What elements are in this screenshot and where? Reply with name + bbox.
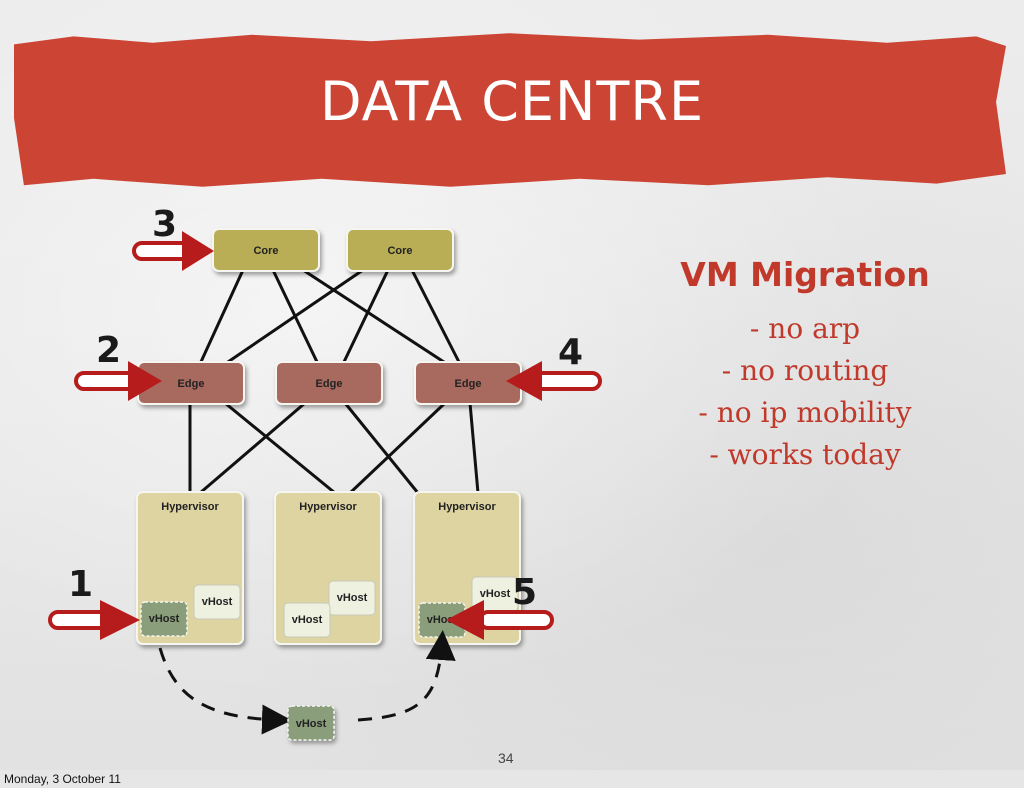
page-number: 34 — [498, 750, 514, 766]
step-number-4: 4 — [558, 332, 583, 373]
edge-node-1-label: Edge — [178, 378, 205, 390]
slide-title: DATA CENTRE — [319, 70, 705, 133]
step-number-5: 5 — [512, 572, 537, 613]
step-arrow-3 — [132, 231, 214, 271]
core-node-2: Core — [346, 228, 454, 272]
core-node-2-box — [346, 228, 454, 272]
vhost-label: vHost — [337, 592, 368, 604]
core-edge-links — [198, 268, 462, 366]
hypervisor-2-label: Hypervisor — [299, 501, 357, 513]
notes-list: - no arp - no routing - no ip mobility -… — [640, 308, 970, 476]
title-banner — [14, 33, 1006, 187]
edge-node-2-label: Edge — [316, 378, 343, 390]
vhost-label: vHost — [480, 588, 511, 600]
vhost-label: vHost — [296, 718, 327, 730]
hypervisor-2: Hypervisor vHost vHost — [274, 491, 382, 645]
vhost-label: vHost — [149, 613, 180, 625]
edge-hypervisor-links — [188, 401, 480, 495]
step-number-1: 1 — [68, 564, 93, 605]
edge-node-3-label: Edge — [455, 378, 482, 390]
step-arrow-5 — [446, 600, 554, 640]
notes-item: - no arp — [749, 312, 861, 345]
notes-item: - no routing — [721, 354, 889, 387]
core-node-1: Core — [212, 228, 320, 272]
vhost-migrating-source — [140, 601, 188, 637]
notes-heading: VM Migration — [680, 255, 930, 294]
step-arrow-1 — [48, 600, 140, 640]
hypervisor-3-label: Hypervisor — [438, 501, 496, 513]
hypervisor-3: Hypervisor vHost vHost — [413, 491, 521, 645]
core-node-1-box — [212, 228, 320, 272]
step-arrow-4 — [506, 361, 602, 401]
hypervisor-1-label: Hypervisor — [161, 501, 219, 513]
vhost-box — [193, 584, 241, 620]
hypervisor-1: Hypervisor vHost vHost — [136, 491, 244, 645]
vhost-label: vHost — [202, 596, 233, 608]
core-node-2-label: Core — [387, 245, 412, 257]
vhost-label: vHost — [292, 614, 323, 626]
notes-item: - no ip mobility — [698, 396, 912, 429]
edge-node-3: Edge — [414, 361, 522, 405]
vhost-box — [328, 580, 376, 616]
edge-node-2: Edge — [275, 361, 383, 405]
edge-node-2-box — [275, 361, 383, 405]
footer-date: Monday, 3 October 11 — [0, 770, 1024, 788]
migration-path-in — [357, 630, 456, 722]
notes-item: - works today — [709, 438, 901, 471]
step-number-2: 2 — [96, 330, 121, 371]
vhost-in-transit — [287, 705, 335, 741]
vhost-box — [283, 602, 331, 638]
core-node-1-label: Core — [253, 245, 278, 257]
step-number-3: 3 — [152, 204, 177, 245]
network-diagram: Core Core Edge Edge Edge Hypervisor vHos… — [48, 204, 602, 741]
migration-path-out — [158, 647, 292, 735]
step-arrow-2 — [74, 361, 162, 401]
vhost-label: vHost — [427, 614, 458, 626]
